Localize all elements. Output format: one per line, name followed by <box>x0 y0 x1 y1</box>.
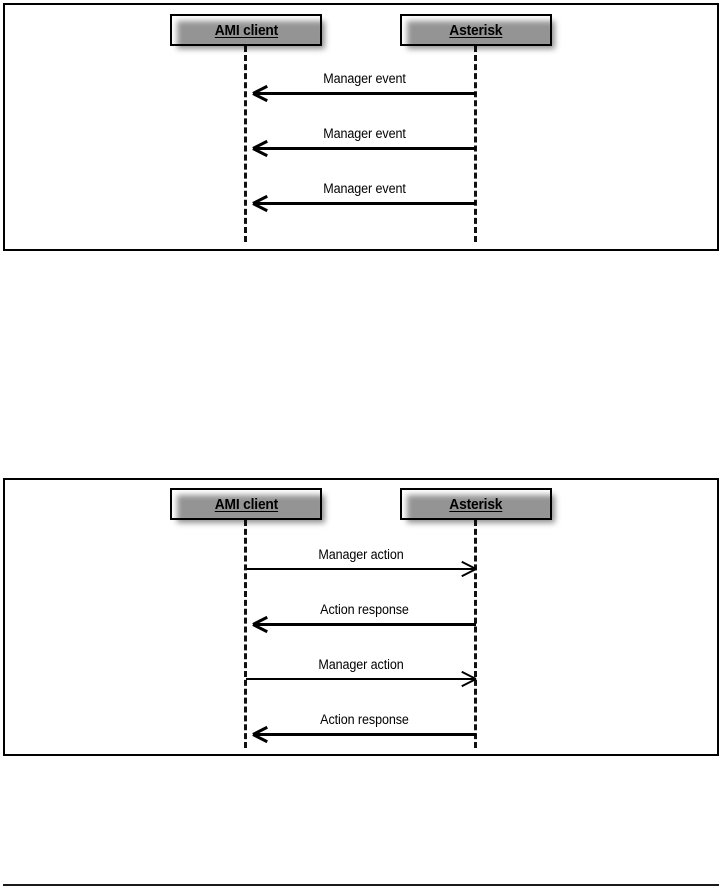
message-label: Manager action <box>318 657 404 672</box>
lifeline-asterisk <box>474 520 477 748</box>
message-label: Manager event <box>323 71 406 86</box>
participant-label-asterisk: Asterisk <box>449 495 503 513</box>
message-label: Action response <box>320 712 409 727</box>
sequence-diagram-events: AMI client Asterisk Manager event Manage… <box>5 5 717 249</box>
message-shaft <box>253 147 476 150</box>
lifeline-asterisk <box>474 46 477 242</box>
message-label: Manager event <box>323 181 406 196</box>
participant-box-asterisk[interactable]: Asterisk <box>400 14 552 46</box>
message-label: Manager event <box>323 126 406 141</box>
figure-ami-event-flow: AMI client Asterisk Manager event Manage… <box>3 3 719 251</box>
message-label: Action response <box>320 602 409 617</box>
participant-box-ami-client[interactable]: AMI client <box>170 488 322 520</box>
participant-label-ami-client: AMI client <box>214 495 278 513</box>
lifeline-ami-client <box>244 520 247 748</box>
message-shaft <box>253 623 476 626</box>
sequence-diagram-actions: AMI client Asterisk Manager action Actio… <box>5 480 717 754</box>
participant-label-ami-client: AMI client <box>214 21 278 39</box>
lifeline-ami-client <box>244 46 247 242</box>
figure-ami-action-response-flow: AMI client Asterisk Manager action Actio… <box>3 478 719 756</box>
message-label: Manager action <box>318 547 404 562</box>
participant-box-asterisk[interactable]: Asterisk <box>400 488 552 520</box>
message-shaft <box>246 568 476 570</box>
message-shaft <box>246 678 476 680</box>
participant-label-asterisk: Asterisk <box>449 21 503 39</box>
participant-box-ami-client[interactable]: AMI client <box>170 14 322 46</box>
message-shaft <box>253 92 476 95</box>
message-shaft <box>253 202 476 205</box>
footer-divider <box>3 884 719 886</box>
message-shaft <box>253 733 476 736</box>
